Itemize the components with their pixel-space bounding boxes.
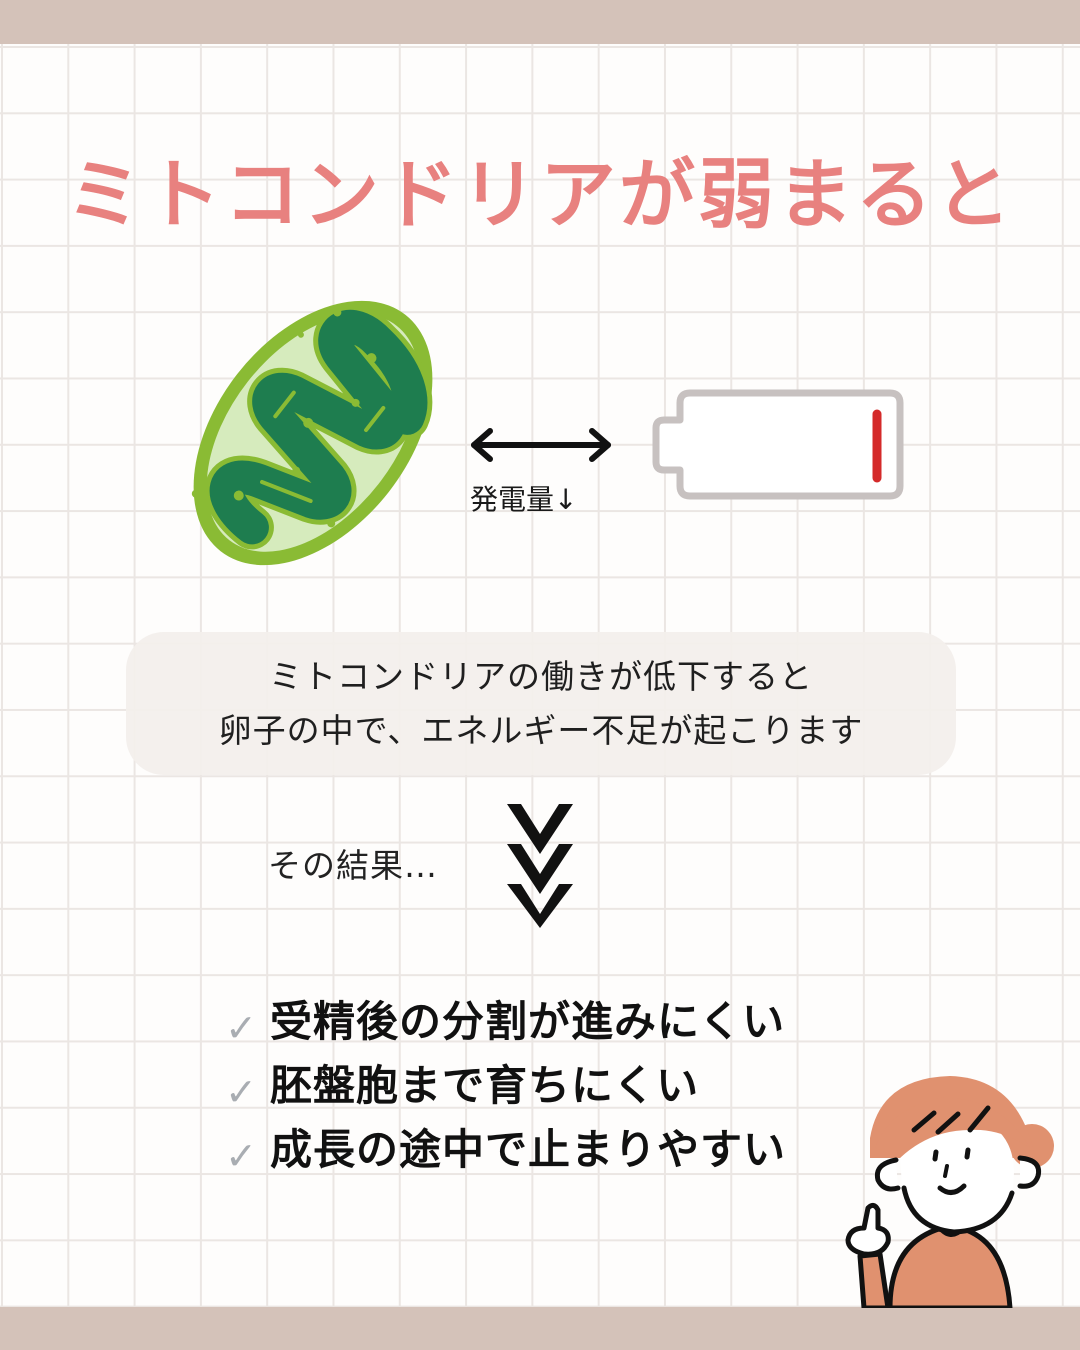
check-icon: ✓ bbox=[225, 1006, 257, 1050]
callout-line-2: 卵子の中で、エネルギー不足が起こります bbox=[218, 711, 864, 750]
mitochondria-icon bbox=[191, 300, 433, 566]
power-output-label: 発電量↓ bbox=[470, 483, 578, 516]
check-icon: ✓ bbox=[225, 1134, 257, 1178]
consequence-checklist: ✓ 受精後の分割が進みにくい ✓ 胚盤胞まで育ちにくい ✓ 成長の途中で止まりや… bbox=[218, 990, 786, 1182]
checklist-item-text: 成長の途中で止まりやすい bbox=[270, 1125, 787, 1174]
check-icon: ✓ bbox=[225, 1070, 257, 1114]
result-label: その結果… bbox=[268, 846, 438, 885]
top-band bbox=[0, 0, 1080, 44]
double-arrow-icon bbox=[471, 428, 611, 462]
explanation-callout: ミトコンドリアの働きが低下すると 卵子の中で、エネルギー不足が起こります bbox=[126, 632, 956, 775]
pointing-person-illustration bbox=[845, 1076, 1054, 1308]
checklist-item-text: 胚盤胞まで育ちにくい bbox=[270, 1061, 700, 1110]
checklist-item: ✓ 胚盤胞まで育ちにくい bbox=[218, 1054, 786, 1118]
bottom-band bbox=[0, 1307, 1080, 1350]
triple-chevron-down-icon bbox=[507, 804, 573, 928]
callout-line-1: ミトコンドリアの働きが低下すると bbox=[269, 657, 813, 696]
checklist-item: ✓ 受精後の分割が進みにくい bbox=[218, 990, 786, 1054]
low-battery-icon bbox=[652, 389, 904, 500]
checklist-item: ✓ 成長の途中で止まりやすい bbox=[218, 1118, 786, 1182]
page-title: ミトコンドリアが弱まると bbox=[66, 150, 1014, 239]
checklist-item-text: 受精後の分割が進みにくい bbox=[270, 997, 786, 1046]
